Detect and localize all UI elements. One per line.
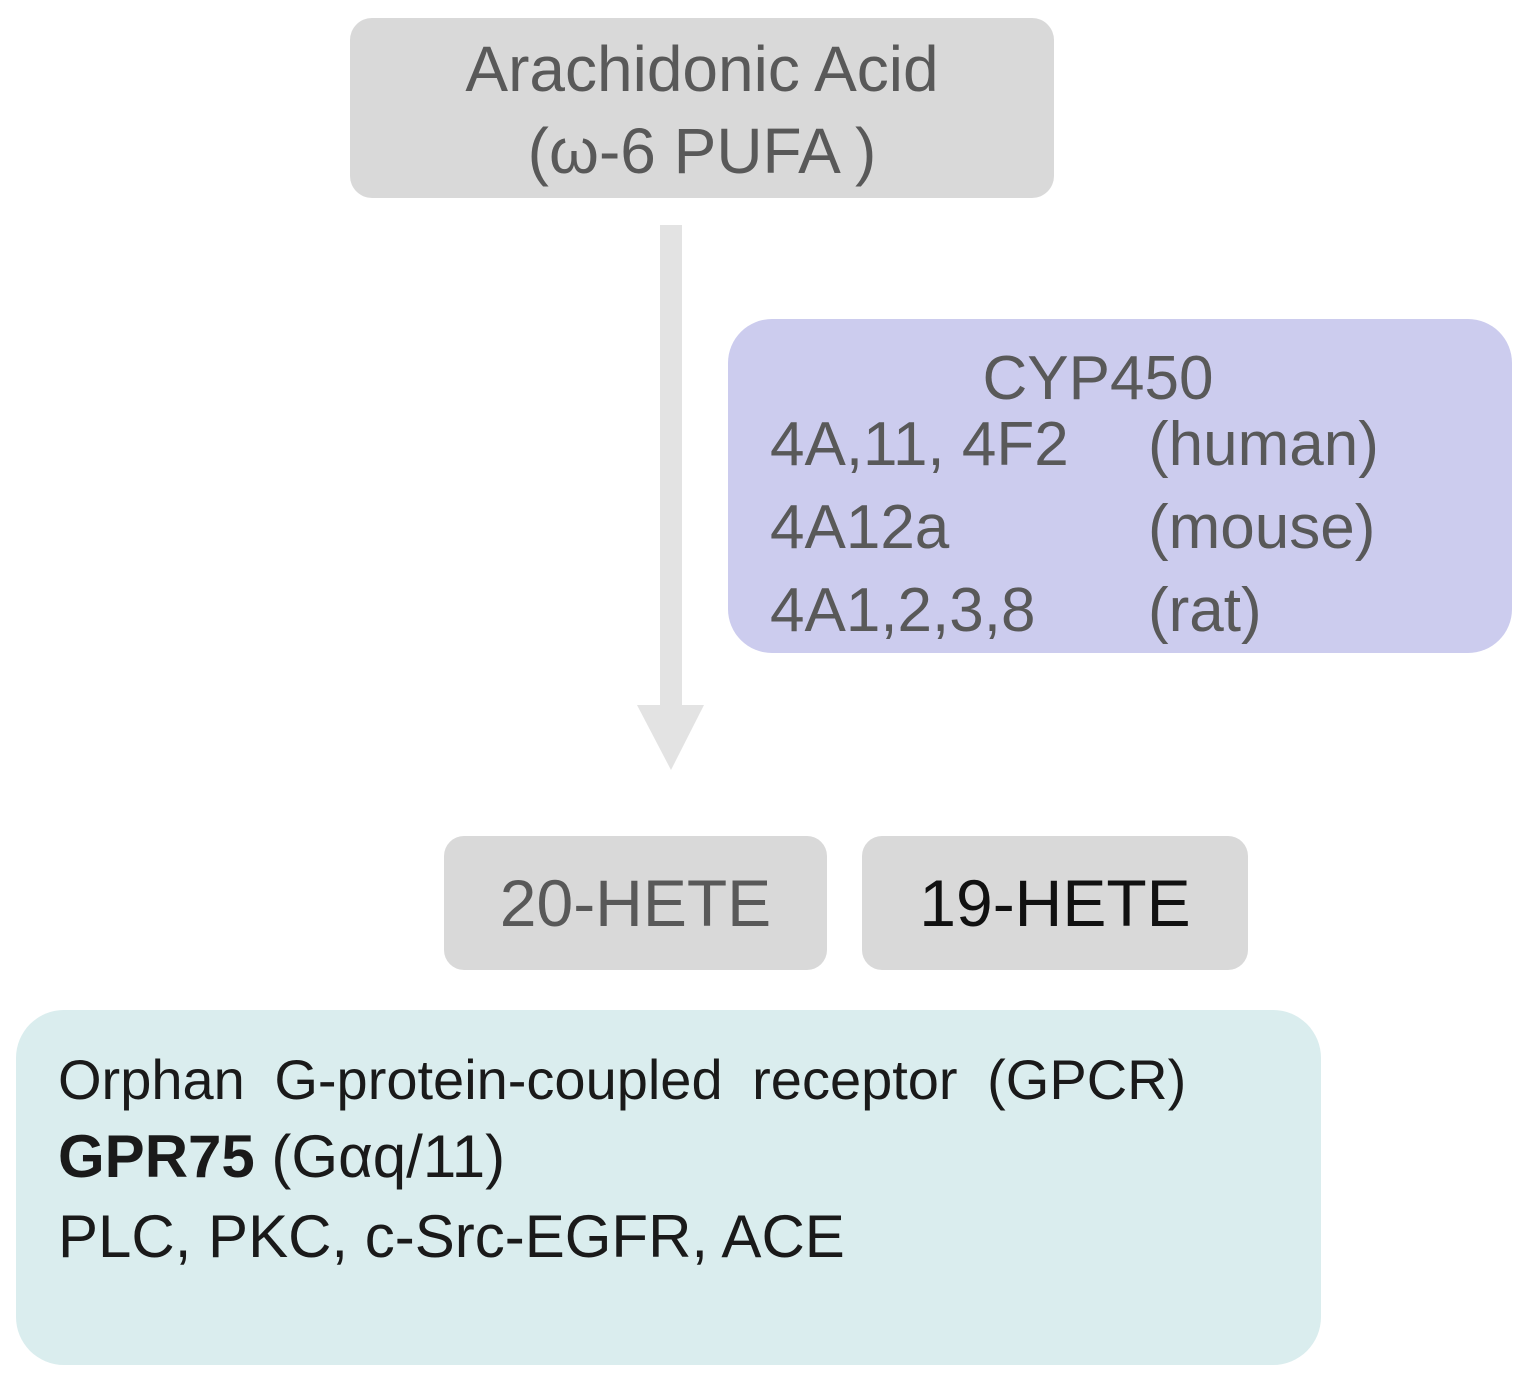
product-19-hete: 19-HETE xyxy=(862,836,1248,970)
substrate-class: (ω-6 PUFA ) xyxy=(527,115,877,187)
cyp450-title-wrap: CYP450 xyxy=(728,319,1512,419)
cyp-row-mouse: 4A12a (mouse) xyxy=(770,488,1490,568)
receptor-description: Orphan G-protein-coupled receptor (GPCR) xyxy=(58,1048,1187,1111)
species-mouse: (mouse) xyxy=(1148,493,1376,562)
product-20-hete: 20-HETE xyxy=(444,836,827,970)
cyp450-title: CYP450 xyxy=(982,344,1214,413)
species-rat: (rat) xyxy=(1148,576,1262,645)
receptor-g-protein: (Gαq/11) xyxy=(254,1123,506,1190)
cyp-row-human: 4A,11, 4F2 (human) xyxy=(770,405,1490,485)
isoform-rat: 4A1,2,3,8 xyxy=(770,576,1036,645)
substrate-name: Arachidonic Acid xyxy=(465,33,939,105)
isoform-human: 4A,11, 4F2 xyxy=(770,410,1069,479)
arachidonic-acid-box: Arachidonic Acid (ω-6 PUFA ) xyxy=(350,18,1054,198)
down-arrow xyxy=(637,225,704,770)
receptor-name: GPR75 xyxy=(58,1123,255,1190)
receptor-signaling: PLC, PKC, c-Src-EGFR, ACE xyxy=(58,1203,845,1270)
cyp-row-rat: 4A1,2,3,8 (rat) xyxy=(770,571,1490,651)
receptor-name-line: GPR75 (Gαq/11) xyxy=(58,1117,505,1197)
receptor-box: Orphan G-protein-coupled receptor (GPCR)… xyxy=(16,1010,1321,1365)
cyp450-box xyxy=(728,319,1512,653)
arrow-shaft xyxy=(660,225,682,710)
arrow-head xyxy=(637,705,704,770)
species-human: (human) xyxy=(1148,410,1379,479)
isoform-mouse: 4A12a xyxy=(770,493,950,562)
